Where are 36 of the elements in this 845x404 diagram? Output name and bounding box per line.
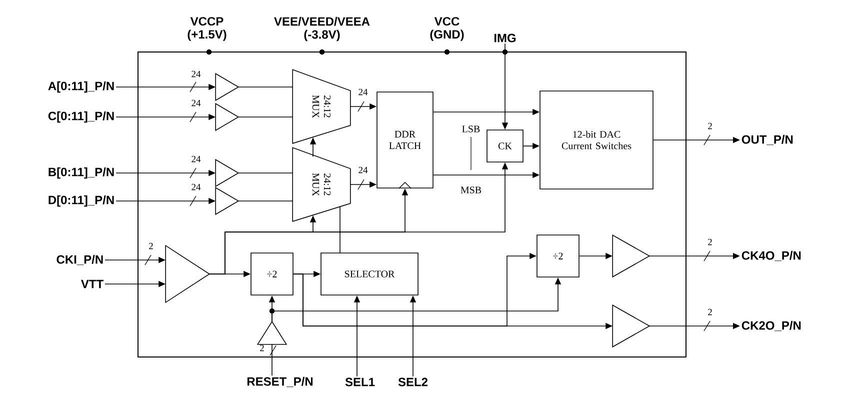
bus-width-label: 24 <box>358 166 368 174</box>
bus-width-label: 24 <box>192 184 201 190</box>
bus-width-label: 24 <box>192 100 201 106</box>
bus-width-label: 24 <box>192 156 201 162</box>
supply-label: VCC (GND) <box>430 17 464 41</box>
pin-label: CK2O_P/N <box>742 320 801 332</box>
clock-box: CK <box>486 130 524 162</box>
bus-width-label: 24 <box>192 70 201 78</box>
multiplexer: 24:12 MUX <box>292 69 351 144</box>
pin-label: CK4O_P/N <box>742 250 801 262</box>
supply-label: VEE/VEED/VEEA (-3.8V) <box>274 16 370 42</box>
bus-width-label: 2 <box>708 238 712 246</box>
pin-label: A[0:11]_P/N <box>48 81 114 93</box>
pin-label: SEL1 <box>345 378 375 386</box>
bus-width-label: 2 <box>708 308 712 316</box>
pin-label: SEL2 <box>398 378 428 386</box>
pin-label: RESET_P/N <box>247 376 313 388</box>
bus-width-label: 2 <box>149 242 153 250</box>
pin-label: OUT_P/N <box>742 134 793 146</box>
bus-width-label: 2 <box>708 122 712 130</box>
selector-box: SELECTOR <box>320 252 418 296</box>
multiplexer: 24:12 MUX <box>292 147 351 222</box>
bus-width-label: 2 <box>260 344 264 352</box>
bit-label: MSB <box>460 186 482 194</box>
supply-label: VCCP (+1.5V) <box>188 17 226 41</box>
dac-box: 12-bit DAC Current Switches <box>540 90 654 190</box>
bit-label: LSB <box>462 126 480 132</box>
pin-label: B[0:11]_P/N <box>48 167 114 179</box>
pin-label: VTT <box>81 280 104 288</box>
bus-width-label: 24 <box>358 88 368 96</box>
latch-box: DDR LATCH <box>376 92 434 189</box>
pin-label: CKI_P/N <box>56 254 103 266</box>
chip-outline <box>138 52 686 358</box>
pin-label: C[0:11]_P/N <box>48 111 114 123</box>
pin-label: D[0:11]_P/N <box>48 195 114 207</box>
pin-label: IMG <box>494 34 516 42</box>
